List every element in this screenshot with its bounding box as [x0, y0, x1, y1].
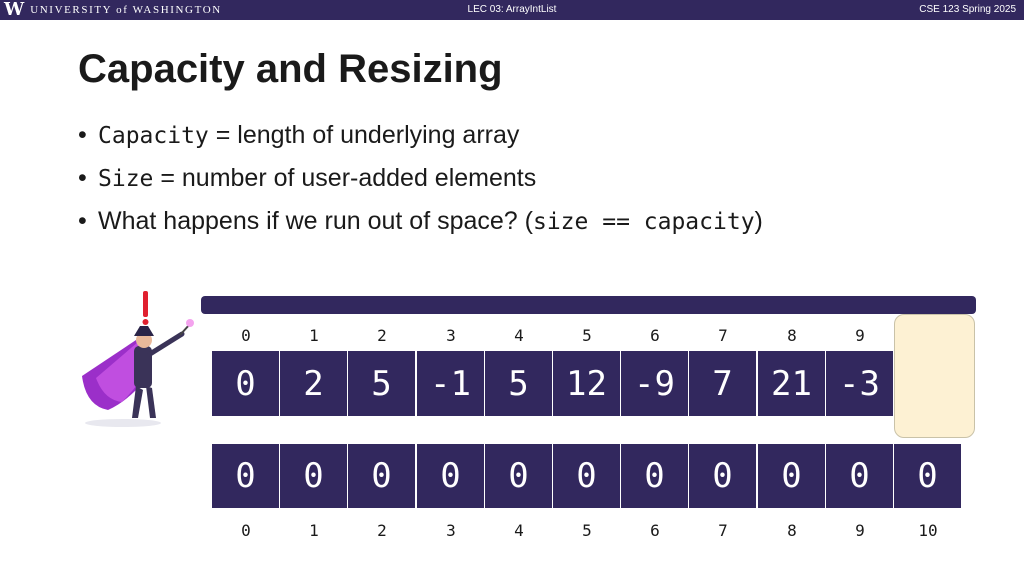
slide-title: Capacity and Resizing: [78, 47, 503, 91]
index-label: 2: [377, 521, 387, 540]
index-label: 5: [582, 326, 592, 345]
lecture-title: LEC 03: ArrayIntList: [467, 4, 557, 15]
index-label: 7: [718, 326, 728, 345]
array-cell: 0: [621, 444, 688, 508]
code-condition: size == capacity: [532, 209, 755, 235]
array-cell: 21: [758, 351, 825, 416]
index-label: 0: [241, 326, 251, 345]
uw-logo-letter: W: [4, 0, 25, 20]
bullet-text: What happens if we run out of space? (: [98, 207, 533, 235]
array-cell: 0: [826, 444, 893, 508]
array-cell: 0: [485, 444, 552, 508]
index-label: 4: [514, 326, 524, 345]
array-cell: -1: [417, 351, 484, 416]
code-capacity: Capacity: [98, 123, 209, 149]
array-cell: -9: [621, 351, 688, 416]
array-cell: 0: [280, 444, 347, 508]
wand-sparkle-icon: [186, 319, 194, 327]
index-label: 5: [582, 521, 592, 540]
array-cell: 0: [212, 444, 279, 508]
index-label: 0: [241, 521, 251, 540]
array-cell: 0: [348, 444, 415, 508]
index-label: 6: [650, 326, 660, 345]
index-label: 3: [446, 326, 456, 345]
exclamation-dot: [142, 319, 149, 325]
university-name: UNIVERSITY of WASHINGTON: [30, 4, 222, 16]
array-cell: -3: [826, 351, 893, 416]
index-label: 9: [855, 521, 865, 540]
array-cell: 0: [553, 444, 620, 508]
course-name: CSE 123 Spring 2025: [919, 4, 1016, 15]
bullet-capacity: •Capacity = length of underlying array: [78, 121, 520, 149]
bullet-text: = length of underlying array: [208, 121, 520, 149]
array-cell: 2: [280, 351, 347, 416]
empty-slot-highlight: [894, 314, 975, 438]
index-label: 1: [309, 326, 319, 345]
array-cell: 5: [348, 351, 415, 416]
index-label: 6: [650, 521, 660, 540]
array-cell: 0: [417, 444, 484, 508]
bullet-text: = number of user-added elements: [153, 164, 537, 192]
array-cell: 0: [212, 351, 279, 416]
bullet-question: •What happens if we run out of space? (s…: [78, 207, 763, 235]
uw-logo: W UNIVERSITY of WASHINGTON: [4, 0, 222, 20]
array-cell: 7: [689, 351, 756, 416]
bullet-text-tail: ): [754, 207, 763, 235]
index-label: 2: [377, 326, 387, 345]
array-cell: 0: [689, 444, 756, 508]
array-cell: 5: [485, 351, 552, 416]
code-size: Size: [98, 166, 154, 192]
wizard-illustration: [82, 291, 194, 427]
index-label: 8: [787, 326, 797, 345]
array-cell: 0: [894, 444, 961, 508]
array-cell: 12: [553, 351, 620, 416]
bullet-list: •Capacity = length of underlying array •…: [78, 114, 763, 243]
bullet-size: •Size = number of user-added elements: [78, 164, 537, 192]
header-bar: W UNIVERSITY of WASHINGTON LEC 03: Array…: [0, 0, 1024, 20]
index-label: 9: [855, 326, 865, 345]
index-label: 1: [309, 521, 319, 540]
index-label: 4: [514, 521, 524, 540]
index-label: 3: [446, 521, 456, 540]
index-label: 7: [718, 521, 728, 540]
array-cell: 0: [758, 444, 825, 508]
index-label: 8: [787, 521, 797, 540]
index-label: 10: [918, 521, 938, 540]
exclamation-icon: [143, 291, 148, 317]
new-array-bar: [201, 296, 976, 314]
